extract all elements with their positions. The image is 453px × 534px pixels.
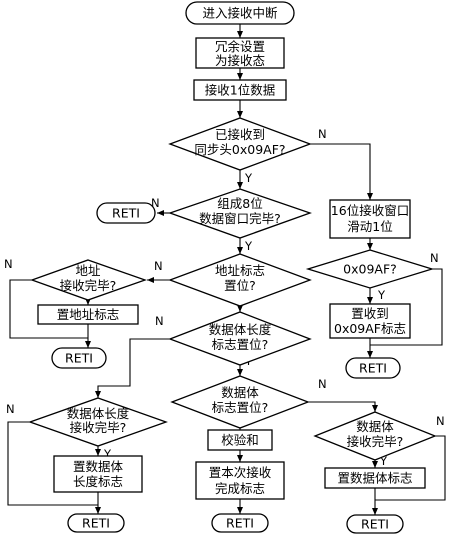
- slide-window-box: 16位接收窗口 滑动1位: [329, 199, 411, 239]
- label-no: N: [318, 377, 327, 391]
- svg-text:接收完毕?: 接收完毕?: [70, 420, 127, 435]
- set-sync-flag-box: 置收到 0x09AF标志: [329, 303, 411, 339]
- label-yes: Y: [377, 288, 386, 302]
- label-yes: Y: [379, 454, 388, 468]
- address-flag-decision: 地址标志 置位?: [168, 253, 312, 307]
- label-yes: Y: [244, 171, 253, 185]
- svg-text:RETI: RETI: [361, 517, 389, 532]
- set-body-flag-box: 置数据体标志: [324, 467, 426, 489]
- svg-text:置位?: 置位?: [224, 278, 256, 293]
- svg-text:接收1位数据: 接收1位数据: [205, 83, 275, 98]
- svg-text:0x09AF?: 0x09AF?: [343, 262, 397, 277]
- svg-text:已接收到: 已接收到: [215, 127, 265, 142]
- svg-text:冗余设置: 冗余设置: [215, 39, 265, 54]
- svg-text:接收完毕?: 接收完毕?: [60, 278, 117, 293]
- sync-header-decision: 已接收到 同步头0x09AF?: [168, 117, 312, 171]
- checksum-box: 校验和: [207, 429, 273, 451]
- svg-text:数据窗口完毕?: 数据窗口完毕?: [199, 211, 281, 226]
- svg-text:置数据体标志: 置数据体标志: [337, 471, 412, 486]
- label-no: N: [6, 402, 15, 416]
- svg-text:RETI: RETI: [65, 351, 93, 366]
- data-window-decision: 组成8位 数据窗口完毕?: [168, 188, 312, 239]
- svg-text:标志置位?: 标志置位?: [212, 337, 269, 352]
- svg-text:组成8位: 组成8位: [217, 196, 262, 211]
- set-complete-flag-box: 置本次接收 完成标志: [195, 461, 285, 500]
- svg-text:置收到: 置收到: [351, 306, 389, 321]
- svg-text:置数据体: 置数据体: [73, 459, 124, 474]
- label-yes: Y: [103, 447, 112, 461]
- svg-text:0x09AF标志: 0x09AF标志: [334, 321, 406, 336]
- svg-text:同步头0x09AF?: 同步头0x09AF?: [194, 142, 285, 157]
- reti-terminal-6: RETI: [346, 514, 404, 534]
- svg-text:滑动1位: 滑动1位: [347, 219, 392, 234]
- svg-text:数据体长度: 数据体长度: [209, 322, 272, 337]
- body-done-decision: 数据体 接收完毕?: [313, 411, 437, 461]
- label-yes: Y: [244, 239, 253, 253]
- label-no: N: [155, 314, 164, 328]
- reti-terminal-1: RETI: [96, 202, 156, 224]
- svg-text:标志置位?: 标志置位?: [212, 400, 269, 415]
- body-flag-decision: 数据体 标志置位?: [170, 375, 310, 429]
- svg-text:地址标志: 地址标志: [215, 263, 265, 278]
- match-sync-decision: 0x09AF?: [305, 249, 435, 289]
- svg-text:校验和: 校验和: [221, 433, 259, 448]
- reti-terminal-3: RETI: [51, 347, 107, 369]
- svg-text:RETI: RETI: [112, 206, 140, 221]
- svg-text:完成标志: 完成标志: [215, 481, 265, 496]
- label-no: N: [318, 127, 327, 141]
- svg-text:置地址标志: 置地址标志: [57, 307, 120, 322]
- address-done-decision: 地址 接收完毕?: [30, 259, 147, 301]
- set-address-flag-box: 置地址标志: [37, 304, 139, 325]
- reti-terminal-4: RETI: [67, 513, 125, 533]
- start-terminal: 进入接收中断: [185, 1, 295, 25]
- label-no: N: [151, 196, 160, 210]
- svg-text:长度标志: 长度标志: [73, 474, 123, 489]
- set-length-flag-box: 置数据体 长度标志: [53, 455, 143, 493]
- reti-terminal-5: RETI: [211, 513, 269, 533]
- svg-text:16位接收窗口: 16位接收窗口: [331, 203, 409, 218]
- svg-text:数据体: 数据体: [221, 385, 259, 400]
- svg-text:进入接收中断: 进入接收中断: [202, 6, 277, 21]
- label-no: N: [436, 414, 445, 428]
- svg-text:地址: 地址: [75, 263, 101, 278]
- length-done-decision: 数据体长度 接收完毕?: [28, 397, 168, 447]
- svg-text:数据体长度: 数据体长度: [67, 406, 130, 421]
- svg-text:RETI: RETI: [82, 516, 110, 531]
- redundancy-box: 冗余设置 为接收态: [195, 37, 285, 69]
- svg-text:RETI: RETI: [226, 516, 254, 531]
- svg-text:数据体: 数据体: [356, 419, 394, 434]
- label-no: N: [154, 259, 163, 273]
- connectors: [7, 24, 446, 515]
- length-flag-decision: 数据体长度 标志置位?: [168, 311, 312, 366]
- svg-text:RETI: RETI: [359, 361, 387, 376]
- label-no: N: [430, 251, 439, 265]
- svg-text:为接收态: 为接收态: [215, 53, 265, 68]
- label-no: N: [4, 257, 13, 271]
- svg-text:置本次接收: 置本次接收: [209, 465, 272, 480]
- svg-text:接收完毕?: 接收完毕?: [347, 434, 404, 449]
- reti-terminal-2: RETI: [345, 357, 401, 379]
- receive-bit-box: 接收1位数据: [193, 79, 287, 101]
